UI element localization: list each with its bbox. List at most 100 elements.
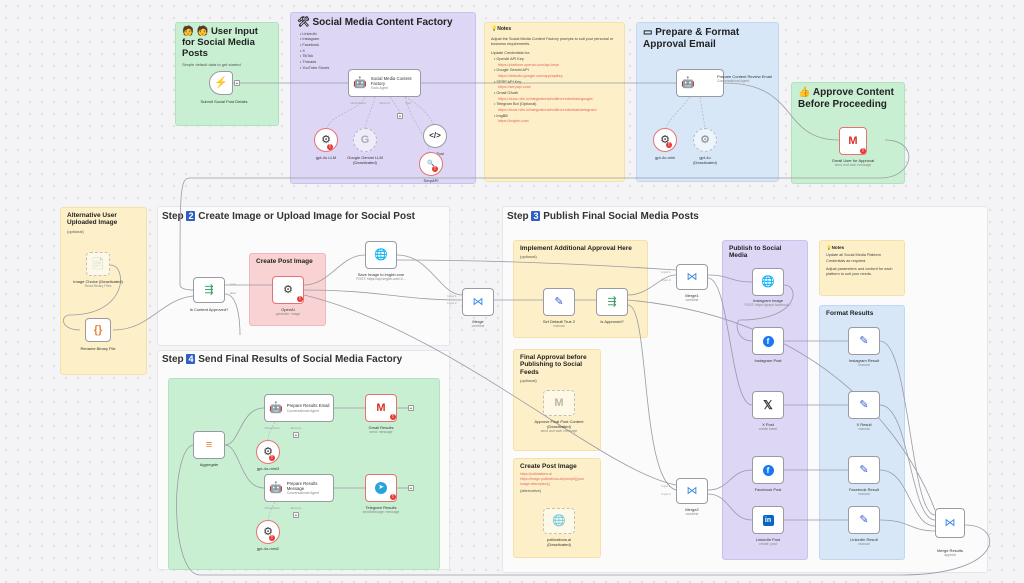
credential-link[interactable]: https://serpapi.com/ — [498, 85, 532, 90]
node-prepare-email[interactable]: 🤖 — [676, 69, 724, 97]
node-merge2[interactable]: ⋈ — [676, 478, 708, 504]
sticky-subtitle: (optional) — [520, 378, 537, 384]
node-submit[interactable]: ⚡ — [209, 71, 233, 95]
credential-item: • Google Gemini API — [494, 68, 529, 73]
add-memory-button[interactable]: + — [293, 512, 299, 519]
node-facebook-post[interactable]: f — [752, 456, 784, 484]
node-merge1[interactable]: ⋈ — [676, 264, 708, 290]
node-aggregate[interactable]: ≡ — [193, 431, 225, 459]
sticky-title: Publish to Social Media — [729, 245, 782, 260]
node-merge-results[interactable]: ⋈ — [935, 508, 965, 538]
sticky-notes[interactable]: 💡Notes Adjust the Social Media Content F… — [484, 22, 625, 182]
sticky-user-input[interactable]: 🧑 🧑 User Input for Social Media Posts Si… — [175, 22, 279, 126]
sticky-content-factory[interactable]: 🛠 Social Media Content Factory • LinkedI… — [290, 12, 476, 184]
credential-link[interactable]: https://imgbb.com/ — [498, 119, 530, 124]
sticky-title: Prepare & Format Approval Email — [643, 27, 740, 50]
node-save-image[interactable]: 🌐 — [365, 241, 397, 269]
add-memory-button[interactable]: + — [293, 432, 299, 439]
merge-icon: ⋈ — [472, 295, 484, 308]
node-linkedin-post[interactable]: in — [752, 506, 784, 534]
node-is-approved-2[interactable]: ⇶ — [596, 288, 628, 316]
node-gpt4o-mini3[interactable]: ⚙ — [256, 440, 280, 464]
wire — [736, 284, 794, 342]
add-connection-button[interactable]: + — [408, 485, 414, 492]
node-merge[interactable]: ⋈ — [462, 288, 494, 316]
node-is-approved-1[interactable]: ⇶ — [193, 277, 225, 303]
wire — [707, 274, 753, 283]
node-x-result[interactable]: ✎ — [848, 391, 880, 419]
node-approve-final[interactable]: M — [543, 390, 575, 416]
node-rename-binary[interactable]: {} — [85, 318, 111, 342]
credential-link[interactable]: https://aistudio.google.com/app/apikey — [498, 73, 563, 78]
node-image-choice[interactable]: 📄 — [86, 252, 110, 276]
thumbs-up-icon: 👍 — [798, 87, 811, 98]
notes-update: Update Credentials for: — [491, 51, 531, 56]
node-label: gpt-4o-mini — [654, 155, 676, 160]
port-label: Input 1 — [447, 294, 457, 298]
node-gmail-results[interactable]: M — [365, 394, 397, 422]
wire — [879, 469, 936, 527]
port-label: Chat Model — [350, 101, 366, 105]
node-gemini[interactable]: G — [353, 128, 377, 152]
wire-sub — [699, 96, 706, 131]
node-gpt4o-deact[interactable]: ⚙ — [693, 128, 717, 152]
node-gpt4o[interactable]: ⚙ — [314, 128, 338, 152]
credential-link[interactable]: https://docs.n8n.io/integrations/builtin… — [498, 96, 594, 101]
gmail-icon: M — [848, 134, 858, 147]
if-branch-icon: ⇶ — [204, 283, 214, 296]
node-facebook-result[interactable]: ✎ — [848, 456, 880, 484]
error-icon: ! — [390, 494, 396, 500]
node-serpapi[interactable]: 🔍 — [419, 152, 443, 176]
node-linkedin-result[interactable]: ✎ — [848, 506, 880, 534]
platform-item: • YouTube Shorts — [300, 65, 330, 70]
node-gpt4o-mini2[interactable]: ⚙ — [256, 520, 280, 544]
wire — [396, 259, 677, 271]
merge-icon: ⋈ — [944, 516, 956, 529]
wire — [879, 404, 936, 521]
pollinations-link[interactable]: https://pollinations.ai https://image.po… — [520, 472, 585, 486]
sticky-alt-upload[interactable]: Alternative User Uploaded Image (optiona… — [60, 207, 147, 375]
node-instagram-post[interactable]: f — [752, 327, 784, 355]
credential-link[interactable]: https://docs.n8n.io/integrations/builtin… — [498, 108, 597, 112]
openai-icon: ⚙ — [283, 283, 293, 296]
wire — [303, 254, 366, 286]
port-label: Input 1 — [661, 484, 671, 488]
node-subtitle: Conversational Agent — [286, 491, 319, 496]
node-subtitle: Tools Agent — [370, 86, 389, 91]
node-code-tool[interactable]: </> — [423, 124, 447, 148]
port-label: false — [229, 291, 237, 295]
tools-icon: 🛠 — [297, 17, 310, 28]
node-instagram-result[interactable]: ✎ — [848, 327, 880, 355]
add-memory-button[interactable]: + — [397, 113, 403, 120]
wire — [224, 444, 265, 489]
add-connection-button[interactable]: + — [234, 80, 240, 87]
pencil-icon: ✎ — [859, 463, 869, 476]
sticky-final-approval[interactable]: Final Approval before Publishing to Soci… — [513, 349, 601, 451]
sticky-publish-notes[interactable]: 💡Notes Update all Social Media Platform … — [819, 240, 905, 296]
aggregate-icon: ≡ — [205, 438, 213, 451]
node-set-true[interactable]: ✎ — [543, 288, 575, 316]
wire — [396, 254, 463, 296]
credential-link[interactable]: https://platform.openai.com/api-keys — [498, 62, 559, 67]
wire-sub — [267, 501, 276, 523]
error-icon: ! — [666, 142, 672, 148]
node-x-post[interactable]: 𝕏 — [752, 391, 784, 419]
facebook-icon: f — [762, 464, 774, 476]
node-instagram-image[interactable]: 🌐 — [752, 268, 784, 296]
add-connection-button[interactable]: + — [408, 405, 414, 412]
node-openai[interactable]: ⚙ — [272, 276, 304, 304]
sticky-prepare-email[interactable]: ▭ Prepare & Format Approval Email — [636, 22, 779, 182]
node-gpt4o-mini[interactable]: ⚙ — [653, 128, 677, 152]
node-pollinations[interactable]: 🌐 — [543, 508, 575, 534]
